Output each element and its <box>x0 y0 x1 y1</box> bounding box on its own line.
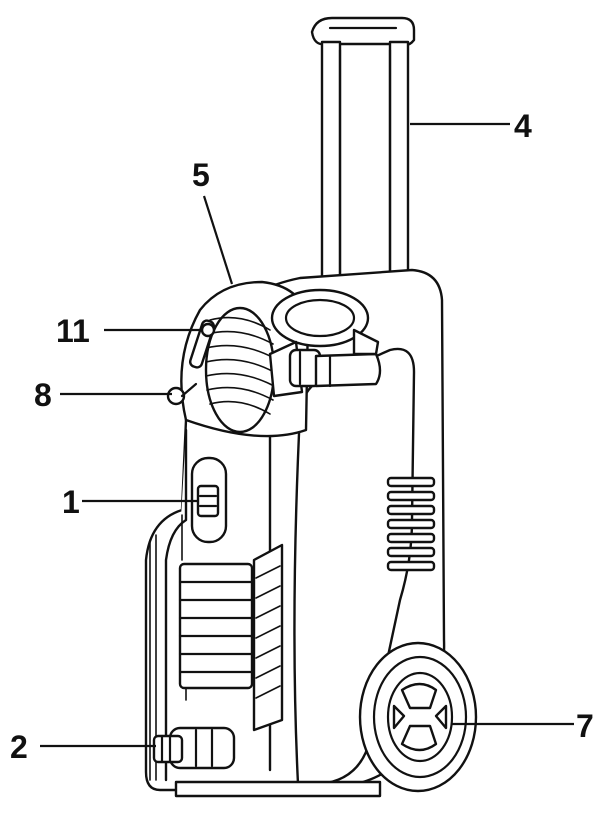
callout-labels: 1 2 4 5 7 8 11 <box>10 108 594 765</box>
callout-label: 8 <box>34 377 52 413</box>
callout-label: 11 <box>56 313 90 349</box>
callout-label: 7 <box>576 708 594 744</box>
wheel <box>358 641 478 793</box>
hose-holder <box>166 382 198 406</box>
callout-label: 5 <box>192 157 210 193</box>
reel-crank <box>188 319 216 369</box>
side-vents <box>386 476 436 572</box>
gun-holder <box>268 328 382 398</box>
telescopic-handle <box>310 16 416 282</box>
callout-label: 4 <box>514 108 532 144</box>
callout-label: 2 <box>10 729 28 765</box>
leader-lines <box>40 122 574 748</box>
front-grille <box>178 543 284 732</box>
on-off-switch <box>190 456 228 544</box>
callout-label: 1 <box>62 484 80 520</box>
water-inlet <box>152 726 236 770</box>
hose-reel <box>180 280 370 438</box>
